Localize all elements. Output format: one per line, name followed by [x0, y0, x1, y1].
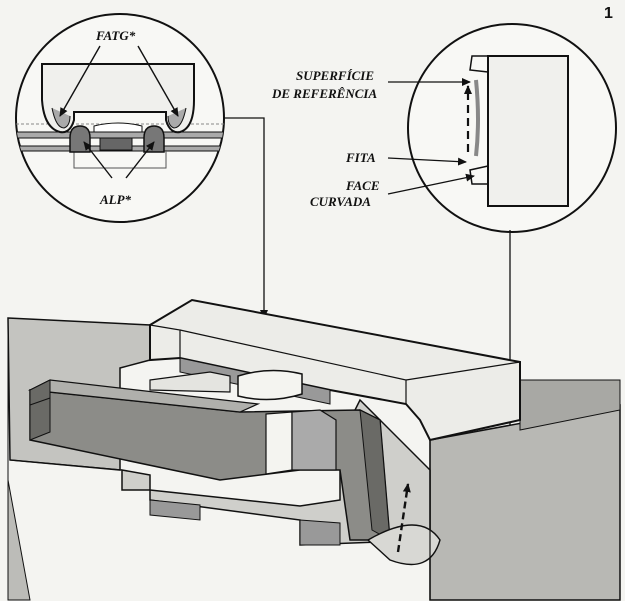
- main-assembly: [7, 298, 621, 601]
- connector-left: [224, 117, 268, 319]
- label-fita: FITA: [345, 150, 376, 165]
- right-detail-magnifier: [407, 23, 617, 233]
- label-superficie-1: SUPERFÍCIE: [296, 68, 374, 83]
- label-fatg: FATG*: [95, 28, 136, 43]
- figure-number: 1: [604, 5, 613, 22]
- label-superficie-2: DE REFERÊNCIA: [271, 86, 377, 101]
- left-detail-magnifier: [15, 13, 225, 223]
- label-alp: ALP*: [99, 192, 132, 207]
- label-face-2: CURVADA: [310, 194, 371, 209]
- label-face-1: FACE: [345, 178, 380, 193]
